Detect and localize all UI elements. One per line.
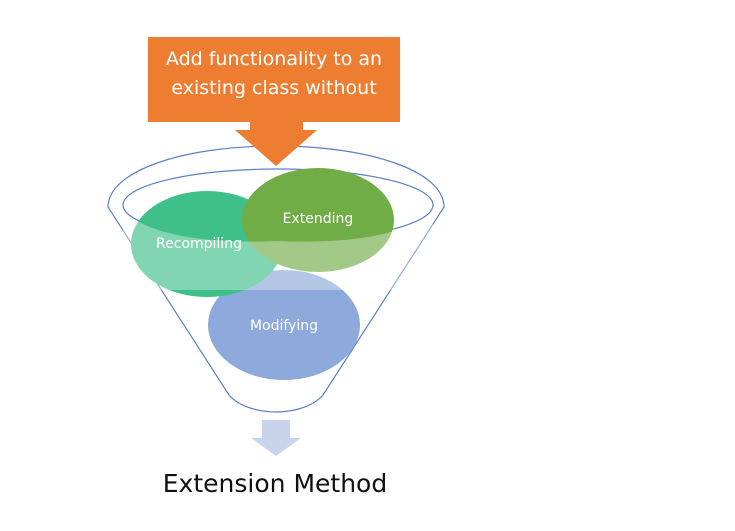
extending-circle (242, 168, 394, 272)
callout-line-2: existing class without (171, 77, 376, 99)
modifying-circle (208, 270, 360, 380)
modifying-label: Modifying (250, 318, 318, 334)
circle-extending: Extending (242, 168, 394, 272)
callout-box: Add functionality to an existing class w… (148, 37, 400, 166)
rim-front-shade (123, 211, 433, 290)
callout-line-1: Add functionality to an (166, 48, 382, 70)
callout-shape (148, 37, 400, 166)
caption: Extension Method (163, 469, 387, 498)
output-arrow-icon (251, 420, 301, 456)
extending-label: Extending (283, 211, 354, 227)
recompiling-label: Recompiling (156, 236, 242, 252)
circle-modifying: Modifying (208, 270, 360, 380)
